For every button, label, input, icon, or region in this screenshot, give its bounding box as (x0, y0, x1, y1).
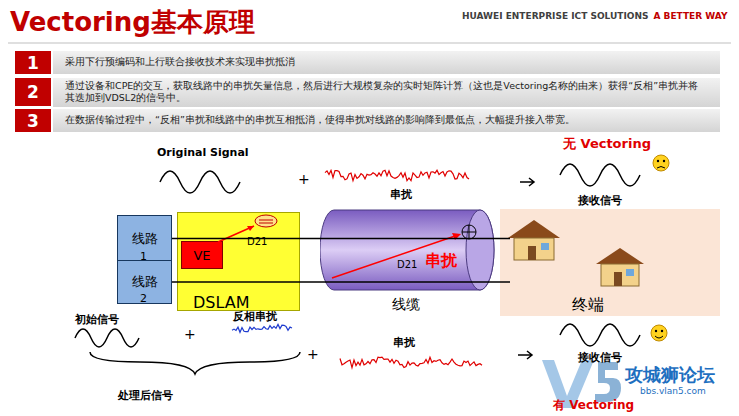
node-text: VE (193, 248, 210, 263)
vector-unit (255, 215, 277, 227)
sine-wave (560, 164, 640, 186)
node-text: 在数据传输过程中，“反相”串扰和线路中的串扰互相抵消，使得串扰对线路的影响降到最… (65, 114, 575, 125)
node-text: 2 (140, 292, 147, 305)
arrow-symbol (518, 351, 532, 359)
sum-symbol (462, 225, 476, 239)
step-number: 2 (15, 78, 51, 106)
inverse-noise-wave (232, 324, 292, 332)
step-band: 通过设备和CPE的交互，获取线路中的串扰矢量信息，然后进行大规模复杂的实时矩阵计… (53, 78, 720, 107)
node-text: 2 (27, 82, 39, 102)
signal-label: 反相串扰 (233, 309, 277, 324)
signal-label: 初始信号 (75, 312, 119, 327)
node-text: 通过设备和CPE的交互，获取线路中的串扰矢量信息，然后进行大规模复杂的实时矩阵计… (65, 80, 698, 103)
node-text: 终端 (572, 295, 604, 316)
happy-face (651, 325, 667, 341)
crosstalk-label: 串扰 (425, 251, 457, 272)
crosstalk-arrow (332, 235, 458, 278)
line-connector (172, 282, 510, 283)
sine-wave (160, 171, 240, 193)
plus-sign: + (298, 171, 310, 187)
node-text: 线路 (132, 230, 158, 248)
sum-symbol (462, 225, 476, 239)
header-slogan: A BETTER WAY (653, 11, 727, 21)
vector-engine: VE (181, 241, 223, 269)
node-text: 线路 (132, 273, 158, 291)
signal-label: 串扰 (393, 335, 415, 350)
header-brand: HUAWEI ENTERPRISE ICT SOLUTIONS (462, 11, 648, 21)
plus-sign: + (307, 346, 319, 362)
dslam-box: DSLAM VE (177, 212, 300, 311)
line-connector (172, 238, 510, 239)
node-text: 线缆 (392, 296, 420, 314)
case-label: 无 Vectoring (563, 135, 651, 153)
watermark: 攻城狮论坛 (625, 363, 715, 387)
step-number: 3 (15, 109, 51, 132)
step-band: 在数据传输过程中，“反相”串扰和线路中的串扰互相抵消，使得串扰对线路的影响降到最… (53, 109, 720, 132)
vector-unit (259, 220, 273, 221)
watermark: bbs.vlan5.com (640, 386, 706, 396)
sine-wave (75, 329, 139, 347)
node-text: 3 (27, 111, 39, 131)
node-text: 1 (27, 53, 39, 73)
node-text: 采用下行预编码和上行联合接收技术来实现串扰抵消 (65, 56, 295, 67)
arrow-symbol (520, 178, 534, 186)
cable-outline (320, 208, 496, 292)
sad-face (653, 155, 669, 171)
line-port: 线路 1 (117, 215, 172, 262)
signal-label: 处理后信号 (118, 388, 173, 403)
header-rule (8, 43, 731, 44)
vector-unit (259, 223, 273, 224)
connector-line (172, 238, 510, 240)
noise-stroke (232, 324, 292, 332)
signal-label: 接收信号 (578, 350, 622, 365)
node-text: DSLAM (193, 293, 250, 312)
step-band: 采用下行预编码和上行联合接收技术来实现串扰抵消 (53, 51, 720, 74)
sine-wave (560, 324, 640, 346)
case-label: 有 Vectoring (553, 397, 634, 414)
slide-title: Vectoring基本原理 (10, 5, 255, 40)
line-port: 线路2 (117, 260, 172, 304)
pair-label: D21 (397, 259, 417, 270)
noise-wave (340, 357, 482, 368)
house-icon (596, 248, 644, 286)
signal-label: 串扰 (390, 187, 412, 202)
inject-arrow (247, 226, 254, 231)
signal-label: Original Signal (157, 146, 249, 159)
brace (90, 352, 300, 374)
house-icon (508, 220, 560, 260)
signal-label: 接收信号 (578, 193, 622, 208)
step-number: 1 (15, 51, 51, 74)
noise-stroke (340, 357, 482, 368)
plus-sign: + (184, 326, 196, 342)
connector-line (172, 281, 510, 283)
noise-stroke (325, 170, 469, 180)
node-text: 1 (140, 250, 147, 263)
pair-label: D21 (247, 236, 267, 247)
noise-wave (325, 170, 469, 180)
